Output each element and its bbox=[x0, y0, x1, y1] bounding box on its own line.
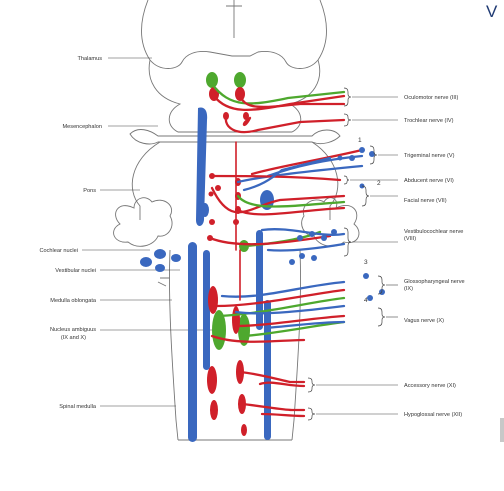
red-nuclei bbox=[207, 87, 249, 436]
label-vagus-nerve: Vagus nerve (X) bbox=[404, 318, 444, 324]
bottom-margin bbox=[0, 460, 504, 491]
region-labels: Thalamus Mesencephalon Pons Cochlear nuc… bbox=[39, 56, 102, 410]
label-hypoglossal-nerve: Hypoglossal nerve (XII) bbox=[404, 412, 462, 418]
label-abducent-nerve: Abducent nerve (VI) bbox=[404, 178, 454, 184]
label-accessory-nerve: Accessory nerve (XI) bbox=[404, 383, 456, 389]
label-oculomotor-nerve: Oculomotor nerve (III) bbox=[404, 95, 459, 101]
label-spinal-medulla: Spinal medulla bbox=[59, 404, 97, 410]
blue-nuclei bbox=[140, 107, 274, 442]
label-glossopharyngeal-nerve: Glossopharyngeal nerve bbox=[404, 279, 465, 285]
label-nucleus-ambiguus-sub: (IX and X) bbox=[61, 335, 86, 341]
label-trochlear-nerve: Trochlear nerve (IV) bbox=[404, 118, 454, 124]
label-vestibulocochlear-nerve: Vestibulocochlear nerve bbox=[404, 229, 463, 235]
nerve-fibers bbox=[208, 82, 364, 418]
ganglion-number-3: 3 bbox=[364, 259, 368, 266]
label-mesencephalon: Mesencephalon bbox=[63, 124, 103, 130]
right-edge-mark bbox=[500, 418, 504, 442]
label-cochlear-nuclei: Cochlear nuclei bbox=[39, 248, 78, 254]
nerve-brackets bbox=[307, 87, 386, 421]
left-leader-lines bbox=[82, 57, 218, 407]
ganglion-number-2: 2 bbox=[377, 180, 381, 187]
label-facial-nerve: Facial nerve (VII) bbox=[404, 198, 447, 204]
ganglion-number-4: 4 bbox=[364, 297, 368, 304]
label-thalamus: Thalamus bbox=[77, 56, 102, 62]
label-trigeminal-nerve: Trigeminal nerve (V) bbox=[404, 153, 455, 159]
label-pons: Pons bbox=[83, 188, 96, 194]
corner-title-fragment: V bbox=[486, 2, 498, 21]
ganglion-numbers: 1 2 3 4 bbox=[358, 137, 381, 304]
brainstem-outline bbox=[113, 0, 360, 441]
nerve-labels: Oculomotor nerve (III) Trochlear nerve (… bbox=[404, 95, 465, 418]
right-leader-lines bbox=[316, 96, 398, 415]
label-vestibular-nuclei: Vestibular nuclei bbox=[55, 268, 96, 274]
sensory-ganglia bbox=[289, 147, 385, 301]
ganglion-number-1: 1 bbox=[358, 137, 362, 144]
label-vestibulocochlear-nerve-numeral: (VIII) bbox=[404, 236, 416, 242]
label-nucleus-ambiguus: Nucleus ambiguus bbox=[50, 327, 96, 333]
label-glossopharyngeal-nerve-numeral: (IX) bbox=[404, 286, 413, 292]
label-medulla-oblongata: Medulla oblongata bbox=[50, 298, 97, 304]
